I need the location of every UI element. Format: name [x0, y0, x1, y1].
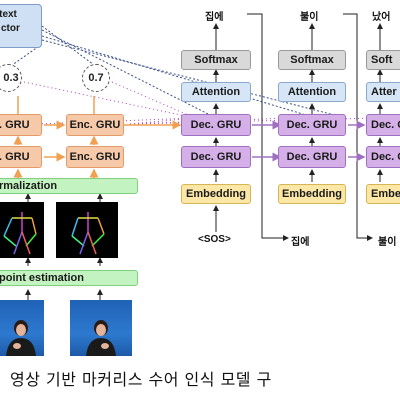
skeleton-figure-1: [3, 212, 37, 255]
embedding-1: Embedding: [181, 184, 251, 204]
output-token-1: 집에: [205, 12, 224, 23]
attention-3-label: Atter: [371, 86, 397, 98]
decoder-recurrent-links: [252, 120, 366, 162]
encoder-gru-bottom-1-label: . GRU: [0, 151, 30, 163]
attention-1: Attention: [181, 82, 251, 102]
attention-weight-2: 0.7: [82, 64, 110, 92]
decoder-gru-bottom-3: Dec. GRU: [366, 146, 400, 168]
output-token-2: 불이: [300, 12, 319, 23]
encoder-gru-bottom-1: . GRU: [0, 146, 42, 168]
attention-1-label: Attention: [191, 86, 241, 98]
input-arrows: [25, 193, 103, 300]
attention-2-label: Attention: [287, 86, 337, 98]
embedding-3-label: Embe: [371, 188, 400, 200]
normalization-stage: rmalization: [0, 178, 138, 194]
decoder-gru-top-2-label: Dec. GRU: [286, 119, 338, 131]
encoder-gru-top-2-label: Enc. GRU: [69, 119, 121, 131]
context-dashed-lines: [7, 25, 347, 119]
softmax-1: Softmax: [181, 50, 251, 70]
attention-weight-2-value: 0.7: [88, 72, 104, 84]
attention-weight-1: 0.3: [0, 64, 22, 92]
decoder-gru-bottom-1: Dec. GRU: [181, 146, 251, 168]
start-token: <SOS>: [198, 234, 231, 245]
context-vector-box: ntext ctor: [0, 4, 42, 48]
encoder-gru-bottom-2-label: Enc. GRU: [69, 151, 121, 163]
attention-3: Atter: [366, 82, 400, 102]
keypoint-estimation-stage: point estimation: [0, 270, 138, 286]
signer-silhouette-1: [6, 320, 36, 356]
embedding-2: Embedding: [278, 184, 346, 204]
softmax-1-label: Softmax: [194, 54, 238, 66]
encoder-connections: [13, 96, 182, 178]
softmax-2: Softmax: [278, 50, 346, 70]
encoder-gru-top-1: . GRU: [0, 114, 42, 136]
signer-silhouette-2: [86, 320, 116, 356]
encoder-gru-bottom-2: Enc. GRU: [66, 146, 124, 168]
decoder-gru-bottom-2: Dec. GRU: [278, 146, 346, 168]
feed-token-1: 집에: [291, 237, 310, 248]
decoder-gru-bottom-3-label: Dec. GRU: [371, 151, 400, 163]
softmax-3-label: Soft: [371, 54, 393, 66]
attention-2: Attention: [278, 82, 346, 102]
output-token-3: 났어: [372, 12, 391, 23]
keypoint-estimation-label: point estimation: [0, 272, 84, 284]
embedding-2-label: Embedding: [282, 188, 342, 200]
skeleton-frame-2: [56, 202, 118, 258]
encoder-gru-top-1-label: . GRU: [0, 119, 30, 131]
context-vector-line1: ntext: [0, 9, 17, 20]
decoder-gru-bottom-2-label: Dec. GRU: [286, 151, 338, 163]
decoder-gru-bottom-1-label: Dec. GRU: [190, 151, 242, 163]
softmax-3: Soft: [366, 50, 400, 70]
decoder-gru-top-3: Dec. GRU: [366, 114, 400, 136]
decoder-gru-top-3-label: Dec. GRU: [371, 119, 400, 131]
skeleton-figure-2: [71, 212, 105, 255]
encoder-gru-top-2: Enc. GRU: [66, 114, 124, 136]
decoder-gru-top-1-label: Dec. GRU: [190, 119, 242, 131]
skeleton-frame-1: [0, 202, 44, 258]
embedding-3: Embe: [366, 184, 400, 204]
video-frame-1: [0, 300, 44, 356]
decoder-gru-top-2: Dec. GRU: [278, 114, 346, 136]
softmax-2-label: Softmax: [290, 54, 334, 66]
decoder-gru-top-1: Dec. GRU: [181, 114, 251, 136]
attention-weight-1-value: 0.3: [3, 72, 19, 84]
normalization-label: rmalization: [0, 180, 58, 192]
video-frame-2: [70, 300, 132, 356]
context-vector-line2: ctor: [1, 23, 20, 34]
figure-caption-text: 영상 기반 마커리스 수어 인식 모델 구: [10, 370, 272, 389]
feed-token-2: 불이: [378, 237, 397, 248]
figure-caption: 영상 기반 마커리스 수어 인식 모델 구: [0, 364, 400, 394]
embedding-1-label: Embedding: [186, 188, 246, 200]
